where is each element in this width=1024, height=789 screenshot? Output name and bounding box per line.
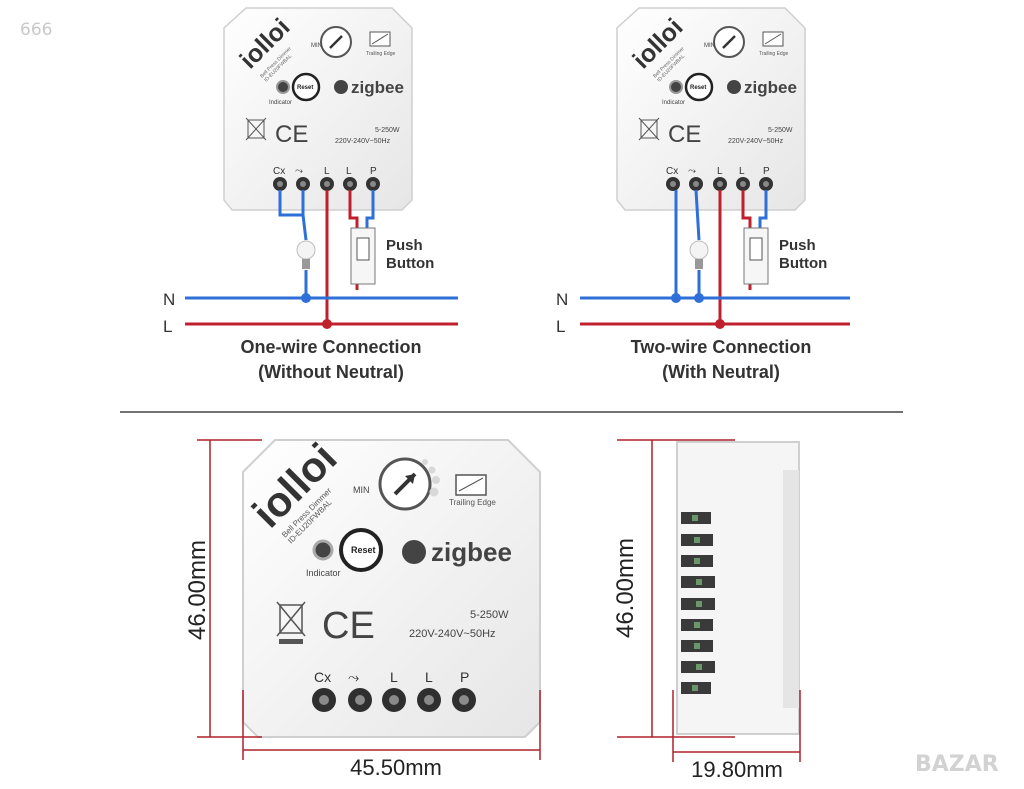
front-height-dimension: 46.00mm: [184, 540, 211, 640]
terminal-label-l1: L: [324, 166, 330, 177]
indicator-led: [312, 539, 334, 561]
two-wire-push-label: Push: [779, 237, 816, 254]
two-wire-title: Two-wire Connection: [631, 337, 812, 357]
terminal-label-cx: Cx: [273, 166, 285, 177]
one-wire-l-label: L: [163, 317, 172, 336]
zigbee-logo-icon: [334, 80, 348, 94]
one-wire-subtitle: (Without Neutral): [258, 362, 404, 382]
terminal-label-l2: L: [739, 166, 745, 177]
terminal-label-dim: ⤳: [348, 669, 359, 685]
zigbee-label: zigbee: [431, 537, 512, 567]
weee-icon: [640, 119, 658, 139]
power-rating: 5-250W: [375, 127, 400, 134]
terminal-label-p: P: [370, 166, 377, 177]
one-wire-wiring: [278, 190, 375, 324]
two-wire-bulb-icon: [689, 240, 709, 269]
terminal-label-cx: Cx: [314, 669, 331, 685]
weee-icon: [279, 604, 303, 634]
terminal-label-dim: ⤳: [295, 166, 303, 177]
power-rating: 5-250W: [768, 127, 793, 134]
one-wire-button-label: Button: [386, 255, 434, 272]
side-view-device: [676, 441, 800, 735]
indicator-label: Indicator: [269, 100, 292, 106]
dial-min-label: MIN: [704, 43, 715, 49]
dial-min-label: MIN: [353, 485, 370, 495]
terminal-label-p: P: [460, 669, 469, 685]
terminal-label-l1: L: [390, 669, 398, 685]
trailing-edge-label: Trailing Edge: [366, 51, 395, 57]
dial-min-label: MIN: [311, 43, 322, 49]
front-view-device: iolloi Bell Press Dimmer ID-EU20FWBAL MI…: [242, 434, 541, 738]
reset-button: [339, 528, 383, 572]
trailing-edge-label: Trailing Edge: [449, 498, 496, 507]
side-height-dimension: 46.00mm: [612, 538, 639, 638]
two-wire-button-label: Button: [779, 255, 827, 272]
two-wire-device: iolloi Bell Press Dimmer ID-EU20FWBAL MI…: [616, 7, 806, 211]
power-rating: 5-250W: [470, 609, 509, 621]
zigbee-label: zigbee: [744, 78, 797, 97]
one-wire-push-button-icon: [350, 227, 376, 285]
zigbee-logo-icon: [727, 80, 741, 94]
terminal-label-l2: L: [346, 166, 352, 177]
trailing-edge-label: Trailing Edge: [759, 51, 788, 57]
voltage-rating: 220V-240V~50Hz: [335, 138, 391, 145]
one-wire-n-label: N: [163, 290, 175, 309]
reset-label: Reset: [351, 545, 376, 555]
voltage-rating: 220V-240V~50Hz: [728, 138, 784, 145]
terminal-label-cx: Cx: [666, 166, 678, 177]
indicator-led: [276, 80, 290, 94]
one-wire-push-label: Push: [386, 237, 423, 254]
one-wire-device: iolloi Bell Press Dimmer ID-EU20FWBAL MI…: [223, 7, 413, 211]
ce-mark: CE: [322, 605, 375, 647]
reset-label: Reset: [690, 85, 706, 91]
zigbee-label: zigbee: [351, 78, 404, 97]
indicator-label: Indicator: [662, 100, 685, 106]
terminal-label-l2: L: [425, 669, 433, 685]
two-wire-n-label: N: [556, 290, 568, 309]
indicator-led: [669, 80, 683, 94]
one-wire-bulb-icon: [296, 240, 316, 269]
indicator-label: Indicator: [306, 568, 341, 578]
side-depth-dimension: 19.80mm: [691, 757, 783, 782]
front-width-dimension: 45.50mm: [350, 755, 442, 780]
one-wire-title: One-wire Connection: [240, 337, 421, 357]
two-wire-l-label: L: [556, 317, 565, 336]
terminal-label-p: P: [763, 166, 770, 177]
ce-mark: CE: [668, 121, 701, 148]
reset-button: [291, 72, 321, 102]
side-dimension-lines: [617, 439, 801, 762]
two-wire-subtitle: (With Neutral): [662, 362, 780, 382]
weee-icon: [247, 119, 265, 139]
zigbee-logo-icon: [402, 540, 426, 564]
terminal-label-dim: ⤳: [688, 166, 696, 177]
reset-button: [684, 72, 714, 102]
two-wire-push-button-icon: [743, 227, 769, 285]
watermark-top: 666: [20, 20, 53, 40]
reset-label: Reset: [297, 85, 313, 91]
front-dimension-lines: [197, 439, 541, 760]
watermark-bottom: BAZAR: [915, 752, 999, 777]
voltage-rating: 220V-240V~50Hz: [409, 628, 496, 640]
ce-mark: CE: [275, 121, 308, 148]
terminal-label-l1: L: [717, 166, 723, 177]
